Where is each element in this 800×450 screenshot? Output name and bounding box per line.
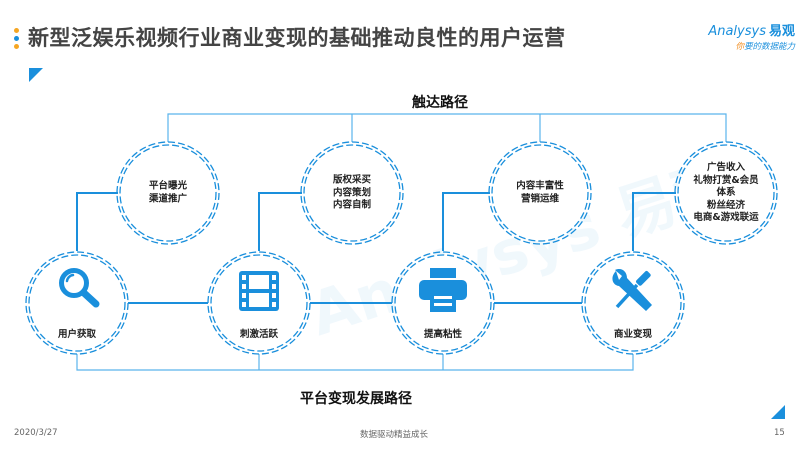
- footer-slogan: 数据驱动精益成长: [360, 430, 429, 440]
- top-node-line: 礼物打赏&会员: [693, 174, 759, 186]
- bottom-path-line: [76, 354, 634, 371]
- dashed-ring: [300, 141, 404, 245]
- bottom-path-connector: [76, 354, 634, 371]
- bottom-node-label: 提高粘性: [423, 329, 463, 340]
- bottom-node-circle: [25, 251, 129, 355]
- page-number: 15: [774, 428, 785, 438]
- top-node-circle: [674, 141, 778, 245]
- dashed-ring: [491, 144, 589, 242]
- dashed-ring: [303, 144, 401, 242]
- accent-dot: [14, 28, 19, 33]
- top-node-line: 内容自制: [332, 199, 372, 211]
- magnifier-icon: [57, 266, 103, 314]
- dashed-ring: [207, 251, 311, 355]
- tools-icon: [610, 267, 656, 317]
- top-node-line: 电商&游戏联运: [693, 211, 759, 223]
- printer-icon: [419, 268, 467, 316]
- elbow-line: [632, 192, 676, 251]
- dashed-ring: [391, 251, 495, 355]
- top-node-line: 版权采买: [332, 174, 372, 186]
- dashed-ring: [116, 141, 220, 245]
- corner-triangle-bottom-right: [771, 405, 785, 419]
- logo-brand-cn: 易观: [768, 24, 795, 39]
- accent-dot: [14, 44, 19, 49]
- title-accent-dots: [14, 28, 20, 52]
- top-path-connector: [167, 113, 727, 142]
- top-node-line: 营销运维: [520, 193, 560, 204]
- dashed-ring: [677, 144, 775, 242]
- top-node-line: 渠道推广: [148, 193, 188, 204]
- logo-slogan-rest: 要的数据能力: [743, 42, 795, 52]
- bottom-node-label: 用户获取: [57, 329, 97, 340]
- top-path-line: [167, 113, 727, 142]
- top-node-circle: [488, 141, 592, 245]
- dashed-ring: [28, 254, 126, 352]
- top-node-line: 内容策划: [332, 186, 372, 198]
- dashed-ring: [584, 254, 682, 352]
- top-node-text: 内容丰富性 营销运维: [516, 181, 564, 206]
- elbow-line: [76, 192, 118, 251]
- top-node-line: 平台曝光: [148, 180, 188, 192]
- bottom-node-label: 商业变现: [613, 329, 653, 340]
- top-node-line: 广告收入: [706, 161, 746, 173]
- bottom-node-label: 刺激活跃: [239, 329, 279, 340]
- elbow-line: [258, 192, 302, 251]
- top-node-line: 内容丰富性: [516, 180, 564, 192]
- dashed-ring: [581, 251, 685, 355]
- logo-brand-en: Analysys: [708, 24, 766, 39]
- dashed-ring: [488, 141, 592, 245]
- top-node-circle: [116, 141, 220, 245]
- top-node-line: 粉丝经济: [706, 199, 746, 211]
- dashed-ring: [25, 251, 129, 355]
- accent-dot: [14, 36, 19, 41]
- film-icon: [239, 271, 279, 315]
- top-path-label: 触达路径: [412, 95, 468, 111]
- top-node-circle: [300, 141, 404, 245]
- bottom-node-circle: [581, 251, 685, 355]
- bottom-path-label: 平台变现发展路径: [300, 391, 412, 407]
- footer-date: 2020/3/27: [14, 428, 58, 438]
- top-node-text: 广告收入 礼物打赏&会员 体系 粉丝经济 电商&游戏联运: [693, 162, 758, 225]
- top-node-line: 体系: [716, 186, 736, 198]
- page-title: 新型泛娱乐视频行业商业变现的基础推动良性的用户运营: [28, 26, 566, 50]
- dashed-ring: [119, 144, 217, 242]
- logo-slogan-first: 你: [735, 42, 744, 52]
- node-links: [76, 192, 676, 304]
- dashed-ring: [674, 141, 778, 245]
- top-node-text: 版权采买 内容策划 内容自制: [333, 174, 371, 212]
- elbow-line: [442, 192, 490, 251]
- top-node-text: 平台曝光 渠道推广: [149, 181, 187, 206]
- corner-triangle-top-left: [29, 68, 43, 82]
- logo-slogan: 你要的数据能力: [685, 40, 795, 52]
